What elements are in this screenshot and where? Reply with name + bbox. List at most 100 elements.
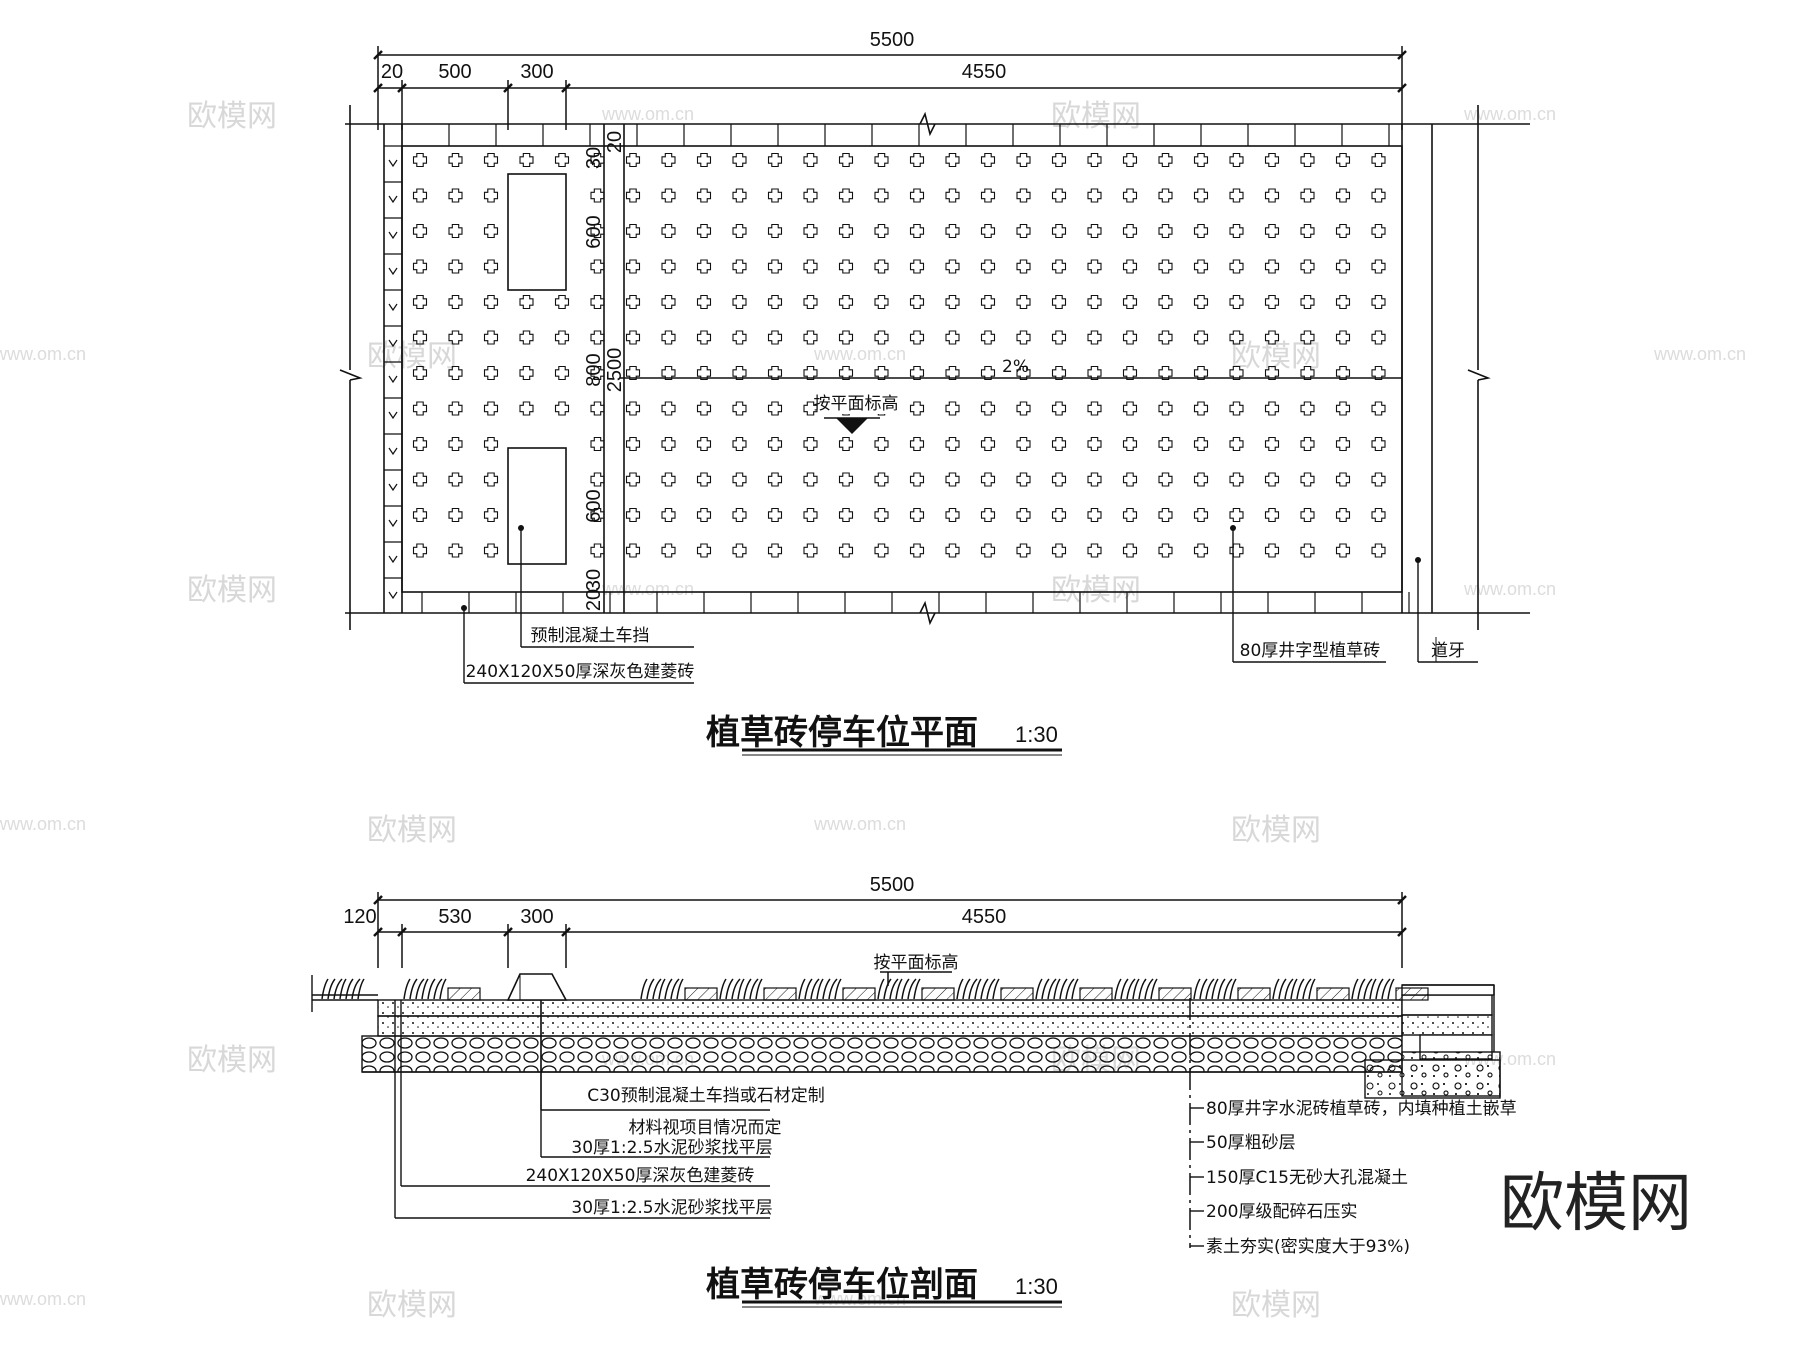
grass-brick-cross: [1193, 543, 1209, 558]
grass-brick-cross: [412, 507, 428, 523]
grass-mark: [388, 411, 398, 420]
grass-brick-cross: [1016, 152, 1031, 168]
grass-brick-cross: [1300, 401, 1315, 416]
grass-brick-cross: [1051, 401, 1067, 416]
brand-logo: 欧模网: [1500, 1167, 1692, 1241]
grass-brick-cross: [945, 330, 960, 345]
plan-leaders: [463, 528, 1478, 684]
grass-tuft: [640, 978, 684, 1000]
section-elevation-label: 按平面标高: [874, 953, 959, 973]
grass-brick-cross: [732, 223, 747, 239]
plan-scale: 1:30: [1015, 722, 1058, 747]
grass-brick-cross: [590, 401, 605, 416]
grass-brick-cross: [1158, 294, 1173, 310]
grass-brick-cross: [1371, 507, 1386, 523]
watermark-url: www.om.cn: [601, 579, 694, 599]
grass-brick-cross: [412, 436, 428, 452]
grass-brick-cross: [696, 472, 712, 487]
grass-brick-cross: [1300, 259, 1315, 274]
section-car-stop: [506, 973, 568, 1001]
watermark-url: www.om.cn: [1653, 344, 1746, 364]
watermark-url: www.om.cn: [0, 344, 86, 364]
plan-dim-30-bottom: 30: [583, 569, 605, 591]
watermark-brand: 欧模网: [1051, 573, 1141, 608]
leader-dot: [1230, 525, 1236, 531]
grass-brick-rib: [1158, 987, 1192, 1001]
grass-brick-cross: [661, 365, 676, 381]
grass-brick-cross: [448, 507, 463, 523]
grass-brick-cross: [1158, 152, 1173, 168]
grass-brick-cross: [874, 543, 889, 558]
grass-brick-cross: [1087, 365, 1102, 381]
grass-tuft: [1272, 978, 1316, 1000]
section-dim-total: 5500: [870, 874, 915, 896]
grass-brick-cross: [448, 152, 463, 168]
grass-brick-cross: [625, 507, 641, 523]
grass-brick-rib: [763, 987, 797, 1001]
grass-brick-cross: [945, 401, 960, 416]
plan-elevation-label: 按平面标高: [814, 394, 899, 414]
grass-brick-cross: [1016, 365, 1031, 381]
grass-brick-cross: [1051, 365, 1067, 381]
grass-brick-cross: [1229, 188, 1244, 203]
watermark-brand: 欧模网: [367, 813, 457, 848]
grass-brick-cross: [1335, 223, 1351, 239]
grass-brick-cross: [838, 188, 854, 203]
section-left-break: [311, 975, 378, 1012]
grass-brick-cross: [1087, 543, 1102, 558]
grass-brick-cross: [661, 223, 676, 239]
grass-brick-cross: [1016, 507, 1031, 523]
grass-mark: [388, 303, 398, 312]
grass-brick-cross: [909, 401, 925, 416]
label-curb: 道牙: [1431, 641, 1465, 661]
grass-brick-cross: [838, 436, 854, 452]
grass-brick-cross: [590, 472, 605, 487]
grass-brick-cross: [838, 365, 854, 381]
grass-brick-cross: [838, 294, 854, 310]
grass-brick-cross: [1264, 294, 1280, 310]
grass-brick-cross: [1016, 188, 1031, 203]
grass-brick-cross: [874, 188, 889, 203]
grass-brick-cross: [1122, 152, 1138, 168]
plan-dim-500: 500: [438, 61, 471, 83]
grass-strip-marks: [388, 159, 398, 600]
watermark-brand: 欧模网: [1051, 99, 1141, 134]
grass-brick-cross: [1229, 330, 1244, 345]
grass-tuft: [1035, 978, 1079, 1000]
grass-brick-cross: [625, 401, 641, 416]
grass-brick-cross: [1051, 472, 1067, 487]
label-car-stop: 预制混凝土车挡: [531, 626, 650, 646]
grass-brick-cross: [1371, 259, 1386, 274]
grass-brick-cross: [767, 188, 783, 203]
grass-brick-cross: [909, 436, 925, 452]
grass-brick-cross: [1335, 472, 1351, 487]
grass-brick-cross: [483, 152, 499, 168]
grass-brick-cross: [1193, 223, 1209, 239]
grass-brick-cross: [1300, 188, 1315, 203]
grass-brick-cross: [909, 543, 925, 558]
grass-brick-cross: [661, 472, 676, 487]
grass-brick-cross: [1264, 401, 1280, 416]
grass-brick-cross: [1087, 472, 1102, 487]
grass-brick-cross: [1122, 365, 1138, 381]
grass-brick-cross: [945, 436, 960, 452]
grass-mark: [388, 375, 398, 384]
grass-brick-cross: [625, 472, 641, 487]
grass-brick-cross: [696, 401, 712, 416]
grass-brick-cross: [483, 436, 499, 452]
grass-brick-cross: [661, 152, 676, 168]
grass-brick-cross: [661, 543, 676, 558]
grass-brick-rib: [1079, 987, 1113, 1001]
paver-border: [384, 124, 1410, 613]
grass-brick-cross: [980, 223, 996, 239]
grass-brick-cross: [767, 401, 783, 416]
grass-brick-rib: [1000, 987, 1034, 1001]
grass-brick-cross: [1158, 507, 1173, 523]
watermark-brand: 欧模网: [367, 339, 457, 374]
grass-brick-cross: [1193, 507, 1209, 523]
grass-brick-cross: [1158, 543, 1173, 558]
grass-brick-cross: [732, 543, 747, 558]
grass-brick-cross: [696, 507, 712, 523]
grass-brick-cross: [874, 294, 889, 310]
grass-brick-cross: [519, 330, 534, 345]
